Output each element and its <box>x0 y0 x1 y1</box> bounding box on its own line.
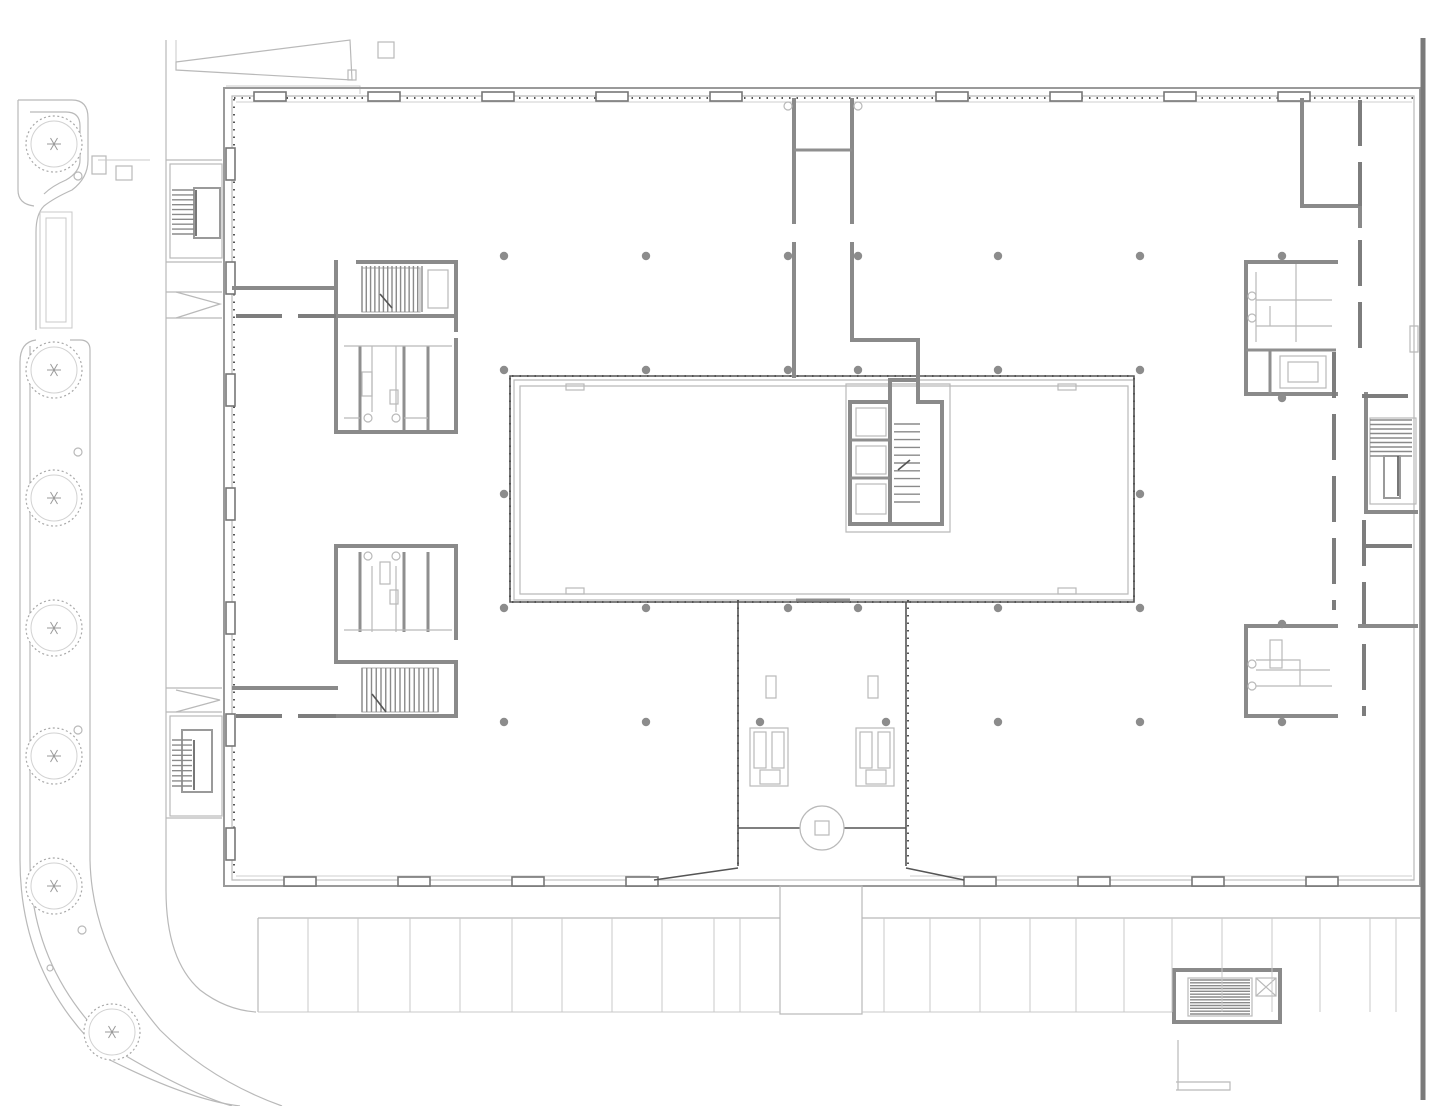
tree-icon <box>25 727 83 785</box>
structural-column <box>641 603 651 613</box>
west-service-zone <box>166 159 223 819</box>
structural-column <box>853 603 863 613</box>
structural-column <box>1135 489 1145 499</box>
structural-column <box>1277 251 1287 261</box>
window <box>1191 876 1225 887</box>
stair-core-sw <box>334 660 458 718</box>
window <box>253 91 287 102</box>
structural-column <box>853 251 863 261</box>
entrance-lobby <box>653 598 965 881</box>
building-envelope <box>223 87 1421 887</box>
structural-column <box>1277 393 1287 403</box>
seating-right <box>855 727 895 787</box>
window <box>935 91 969 102</box>
structural-column <box>1135 717 1145 727</box>
window <box>1077 876 1111 887</box>
stair-core-west-lower <box>169 715 223 817</box>
landscape-strip <box>17 40 283 1106</box>
window <box>481 91 515 102</box>
structural-columns <box>499 251 1287 727</box>
stair-core-nw <box>334 260 458 318</box>
window <box>225 487 236 521</box>
stair-core-west-upper <box>169 163 223 259</box>
structural-column <box>1277 717 1287 727</box>
central-atrium <box>509 375 1135 603</box>
window <box>225 261 236 295</box>
north-corridor <box>783 98 920 378</box>
structural-column <box>499 717 509 727</box>
window <box>397 876 431 887</box>
stair-core-south <box>1172 968 1282 1091</box>
structural-column <box>783 251 793 261</box>
window <box>595 91 629 102</box>
structural-column <box>993 603 1003 613</box>
restroom-block-west-upper <box>334 314 458 434</box>
tree-icon <box>83 1003 141 1061</box>
structural-column <box>881 717 891 727</box>
window-mullions-top <box>253 91 1311 102</box>
structural-column <box>783 365 793 375</box>
window <box>225 373 236 407</box>
structural-column <box>641 365 651 375</box>
structural-column <box>499 365 509 375</box>
window-mullions-west <box>225 147 236 861</box>
structural-column <box>853 365 863 375</box>
parking-area <box>257 885 1420 1015</box>
window <box>1305 876 1339 887</box>
tree-icon <box>25 599 83 657</box>
structural-column <box>993 251 1003 261</box>
structural-column <box>641 717 651 727</box>
tree-icon <box>25 469 83 527</box>
structural-column <box>993 365 1003 375</box>
window <box>225 713 236 747</box>
structural-column <box>499 603 509 613</box>
structural-column <box>993 717 1003 727</box>
structural-column <box>499 251 509 261</box>
window-mullions-bottom <box>283 876 1339 887</box>
entry-ramp <box>175 39 395 94</box>
structural-column <box>755 717 765 727</box>
window <box>1277 91 1311 102</box>
tree-row <box>25 115 141 1061</box>
seating-left <box>749 727 789 787</box>
east-rooms <box>1244 98 1419 718</box>
structural-column <box>783 603 793 613</box>
window <box>367 91 401 102</box>
tree-icon <box>25 115 83 173</box>
tree-icon <box>25 857 83 915</box>
window <box>225 827 236 861</box>
window <box>1163 91 1197 102</box>
window <box>511 876 545 887</box>
structural-column <box>1135 251 1145 261</box>
elevator-core-central <box>845 378 951 533</box>
structural-column <box>1135 603 1145 613</box>
window <box>625 876 659 887</box>
stair-core-east <box>1364 392 1418 514</box>
window <box>963 876 997 887</box>
structural-column <box>641 251 651 261</box>
restroom-block-west-lower <box>334 544 458 664</box>
structural-column <box>1277 619 1287 629</box>
window <box>225 147 236 181</box>
window <box>225 601 236 635</box>
structural-column <box>499 489 509 499</box>
window <box>709 91 743 102</box>
tree-icon <box>25 341 83 399</box>
structural-column <box>1135 365 1145 375</box>
window <box>283 876 317 887</box>
window <box>1049 91 1083 102</box>
